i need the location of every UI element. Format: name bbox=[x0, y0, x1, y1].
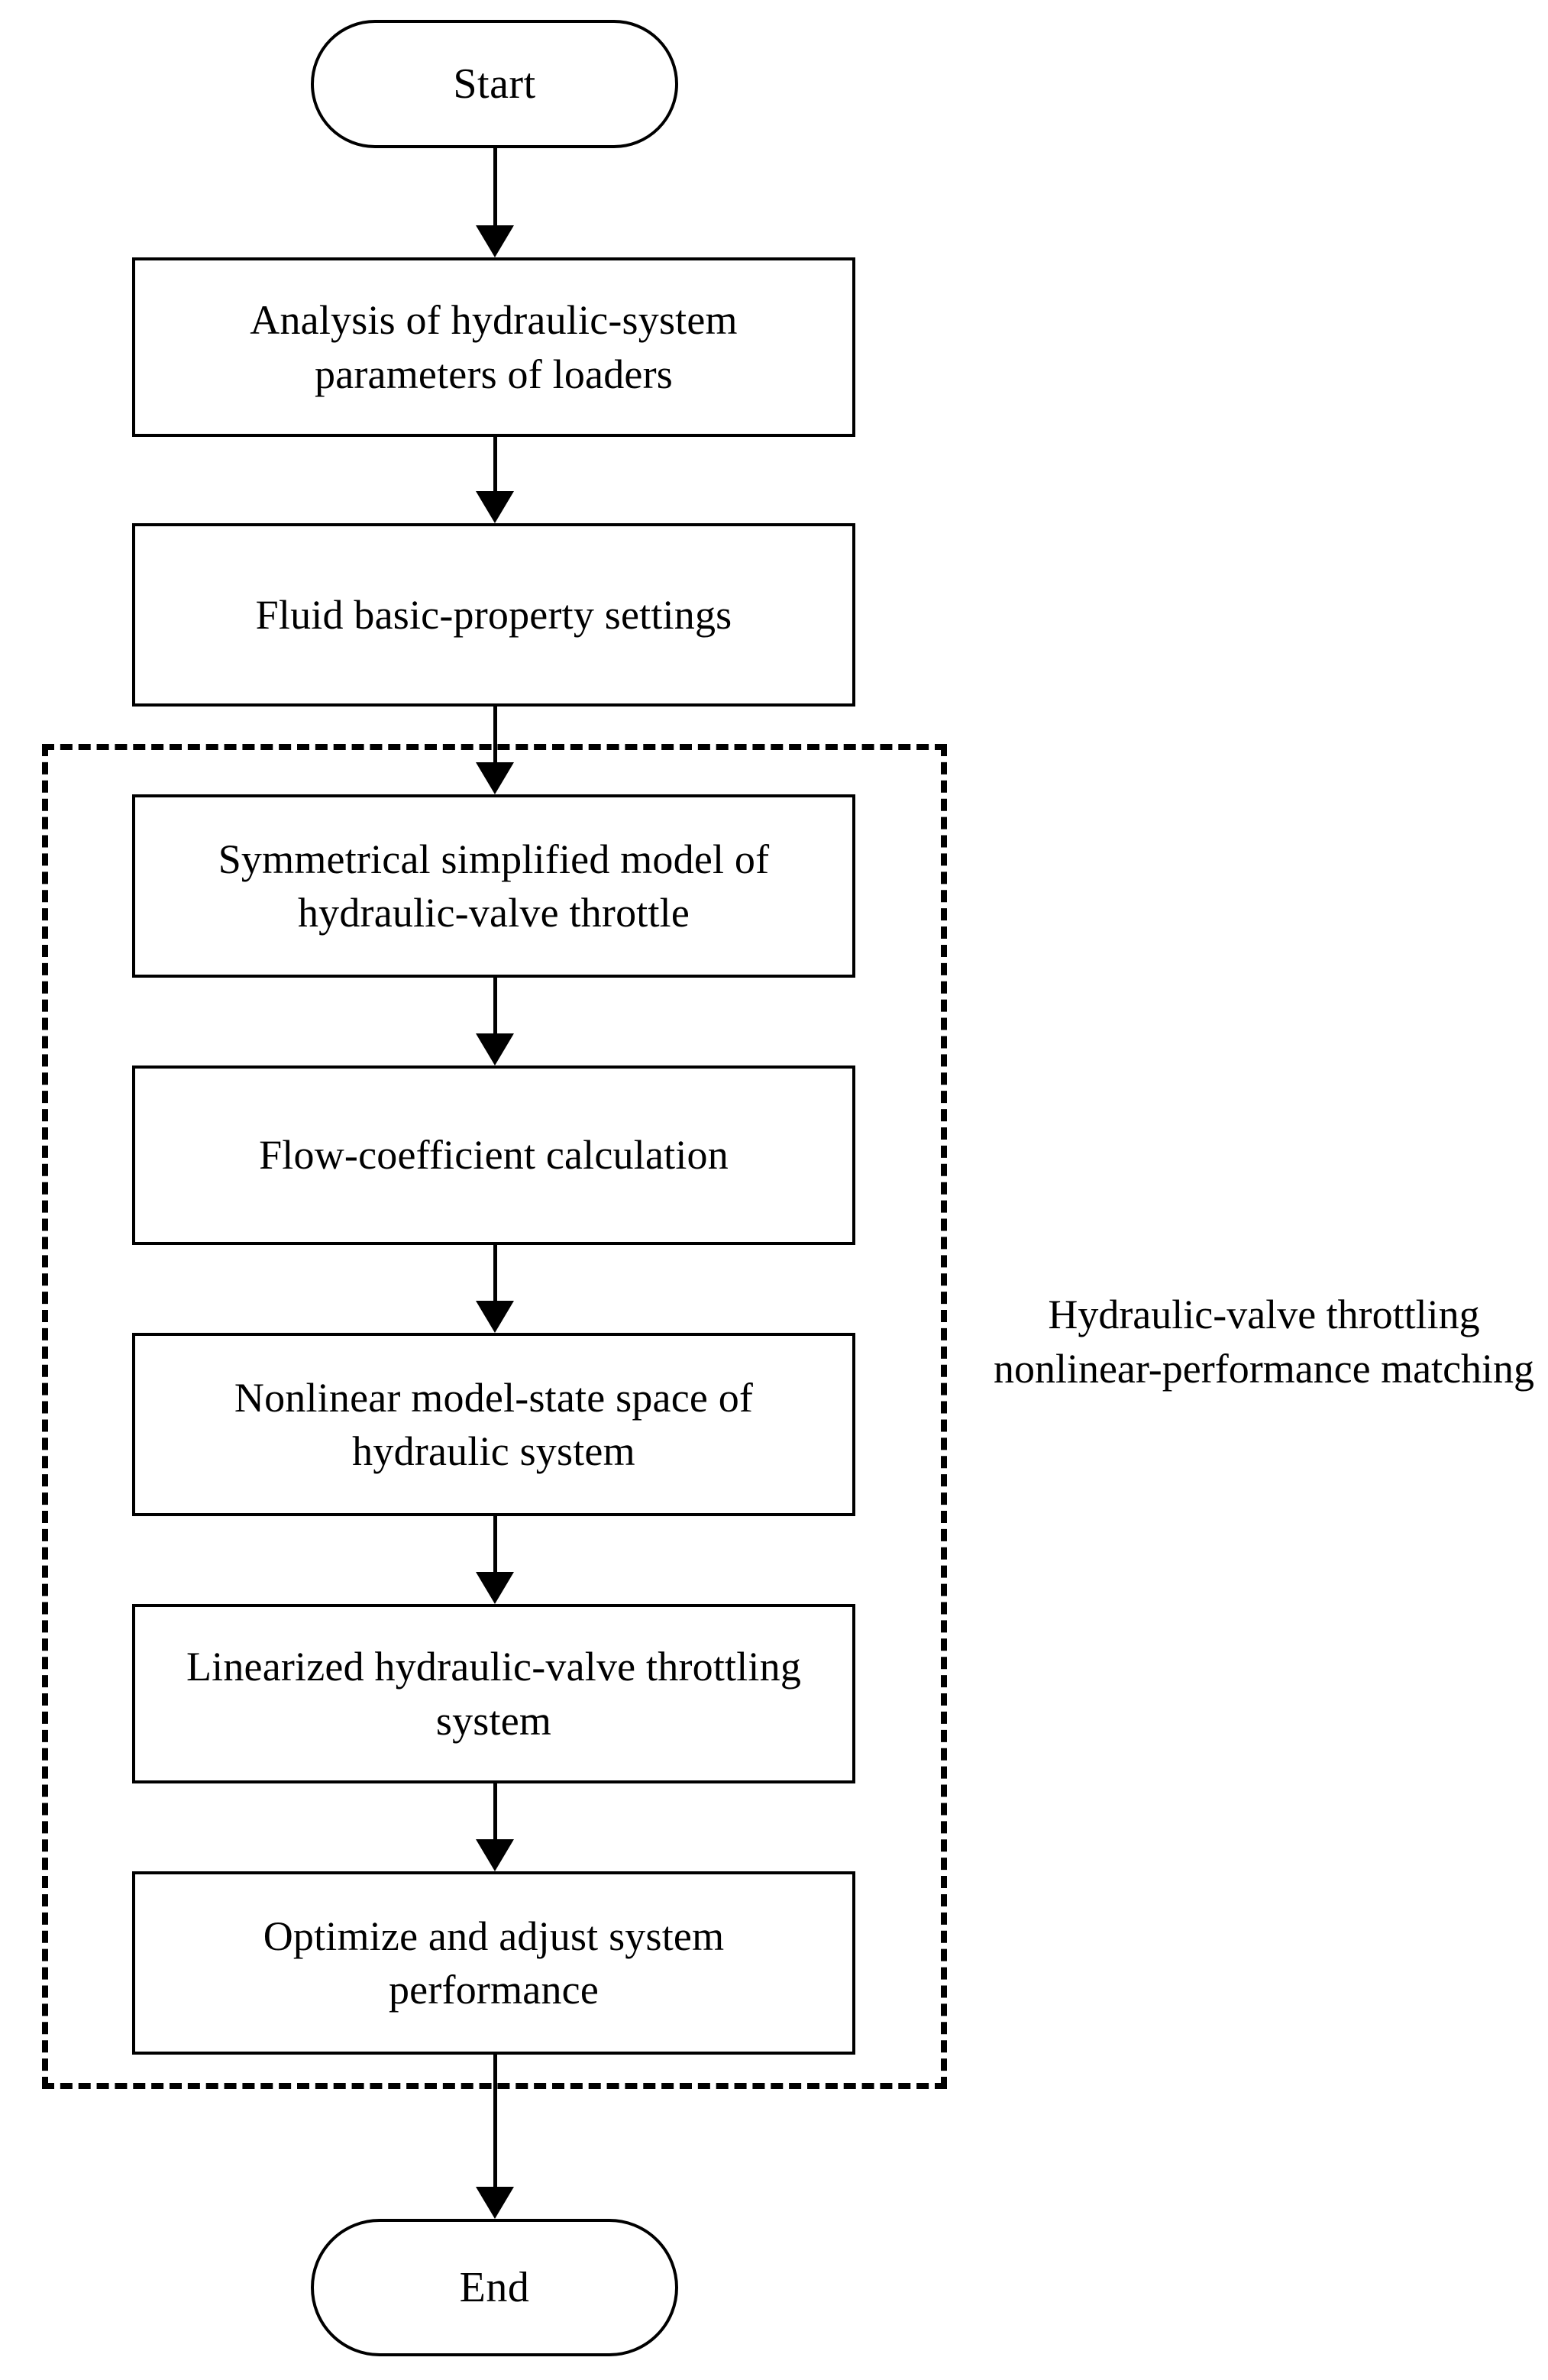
edge-stem bbox=[493, 2055, 497, 2187]
edge-stem bbox=[493, 978, 497, 1033]
arrowhead-icon bbox=[476, 491, 514, 523]
node-fluid-label: Fluid basic-property settings bbox=[255, 591, 732, 638]
edge-stem bbox=[493, 1783, 497, 1839]
node-optimize[interactable]: Optimize and adjust system performance bbox=[132, 1871, 855, 2055]
dashed-group-caption: Hydraulic-valve throttling nonlinear-per… bbox=[993, 1292, 1535, 1392]
arrowhead-icon bbox=[476, 762, 514, 794]
node-linearized[interactable]: Linearized hydraulic-valve throttling sy… bbox=[132, 1604, 855, 1783]
arrowhead-icon bbox=[476, 1301, 514, 1333]
node-fluid[interactable]: Fluid basic-property settings bbox=[132, 523, 855, 707]
arrowhead-icon bbox=[476, 2187, 514, 2219]
edge-stem bbox=[493, 1245, 497, 1301]
node-start-label: Start bbox=[453, 60, 536, 108]
edge-stem bbox=[493, 1516, 497, 1572]
node-nonlinear-label: Nonlinear model-state space of hydraulic… bbox=[234, 1374, 754, 1474]
arrowhead-icon bbox=[476, 1033, 514, 1066]
node-end[interactable]: End bbox=[311, 2219, 678, 2356]
arrowhead-icon bbox=[476, 225, 514, 257]
edge-stem bbox=[493, 437, 497, 491]
node-end-label: End bbox=[459, 2263, 530, 2311]
node-flowcoef-label: Flow-coefficient calculation bbox=[259, 1132, 729, 1179]
node-symmetrical-label: Symmetrical simplified model of hydrauli… bbox=[218, 836, 770, 936]
node-optimize-label: Optimize and adjust system performance bbox=[263, 1913, 725, 2013]
edge-stem bbox=[493, 707, 497, 762]
node-flowcoef[interactable]: Flow-coefficient calculation bbox=[132, 1066, 855, 1245]
node-linearized-label: Linearized hydraulic-valve throttling sy… bbox=[186, 1644, 802, 1744]
node-start[interactable]: Start bbox=[311, 20, 678, 148]
arrowhead-icon bbox=[476, 1839, 514, 1871]
arrowhead-icon bbox=[476, 1572, 514, 1604]
node-symmetrical[interactable]: Symmetrical simplified model of hydrauli… bbox=[132, 794, 855, 978]
node-analysis-label: Analysis of hydraulic-system parameters … bbox=[250, 297, 738, 397]
node-nonlinear[interactable]: Nonlinear model-state space of hydraulic… bbox=[132, 1333, 855, 1516]
node-analysis[interactable]: Analysis of hydraulic-system parameters … bbox=[132, 257, 855, 437]
edge-stem bbox=[493, 148, 497, 225]
